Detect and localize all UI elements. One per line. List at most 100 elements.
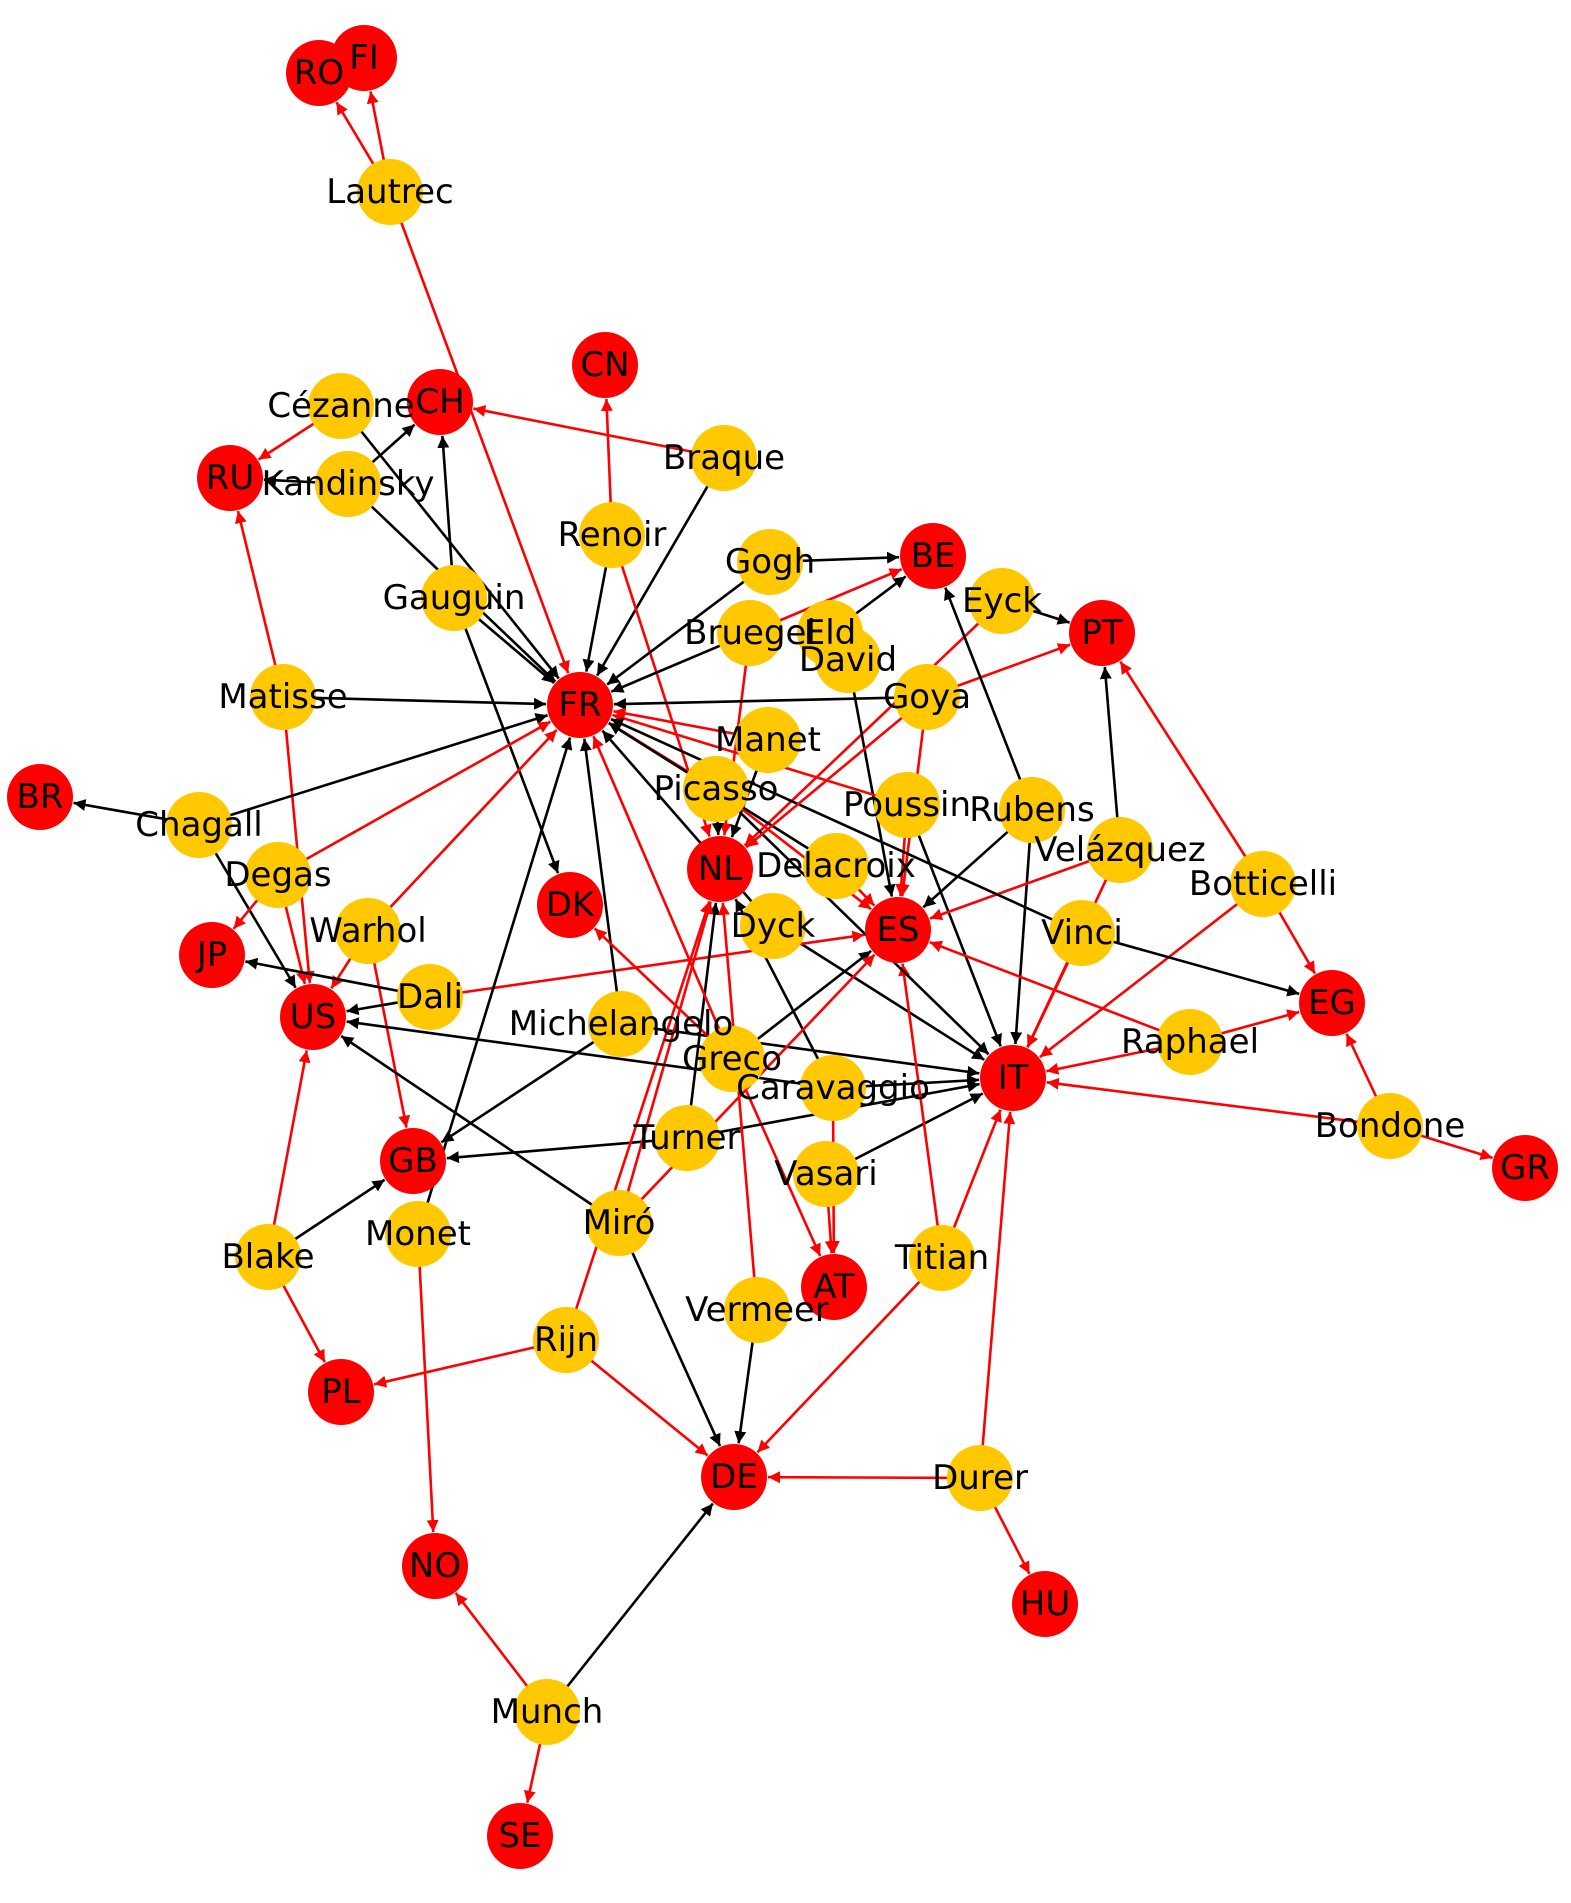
country-node-be: [900, 523, 966, 589]
artist-label-gogh: Gogh: [725, 542, 815, 582]
artist-label-dali: Dali: [397, 977, 463, 1017]
edge-miro-to-nl: [617, 901, 714, 1224]
artist-node-rijn: [533, 1307, 599, 1373]
artist-node-renoir: [579, 502, 645, 568]
country-label-nl: NL: [698, 849, 742, 889]
artist-node-miro: [586, 1190, 652, 1256]
artist-node-braque: [691, 425, 757, 491]
artist-node-eyck: [969, 568, 1035, 634]
artist-label-braque: Braque: [663, 438, 785, 478]
artist-node-raphael: [1157, 1009, 1223, 1075]
country-node-pl: [308, 1359, 374, 1425]
country-node-fi: [331, 25, 397, 91]
country-node-pt: [1069, 600, 1135, 666]
country-node-fr: [547, 672, 613, 738]
artist-label-durer: Durer: [932, 1458, 1028, 1498]
edge-turner-to-nl: [685, 902, 721, 1139]
artist-node-manet: [735, 707, 801, 773]
artist-label-raphael: Raphael: [1121, 1022, 1259, 1062]
artist-label-munch: Munch: [491, 1692, 604, 1732]
country-label-us: US: [290, 997, 336, 1037]
artist-label-renoir: Renoir: [558, 515, 667, 555]
country-label-hu: HU: [1020, 1584, 1070, 1624]
edge-degas-to-fr: [277, 720, 552, 877]
country-label-es: ES: [876, 910, 919, 950]
country-node-at: [801, 1254, 867, 1320]
artist-label-titian: Titian: [894, 1238, 989, 1278]
country-node-ru: [197, 445, 263, 511]
artist-node-matisse: [250, 664, 316, 730]
artist-label-eyck: Eyck: [962, 581, 1042, 621]
edge-warhol-to-fr: [367, 728, 558, 932]
edge-matisse-to-us: [281, 696, 315, 984]
artist-label-degas: Degas: [224, 855, 331, 895]
artist-label-caravaggio: Caravaggio: [736, 1068, 930, 1108]
edge-rubens-to-it: [1010, 809, 1034, 1045]
artist-node-chagall: [166, 792, 232, 858]
country-label-ch: CH: [415, 382, 464, 422]
artist-label-delacroix: Delacroix: [756, 846, 916, 886]
edge-rijn-to-nl: [564, 900, 712, 1341]
artist-label-warhol: Warhol: [309, 911, 426, 951]
country-node-de: [701, 1444, 767, 1510]
country-label-se: SE: [498, 1816, 541, 1856]
edge-durer-to-de: [767, 1471, 981, 1484]
country-label-ro: RO: [294, 53, 344, 93]
country-node-no: [402, 1533, 468, 1599]
artist-node-titian: [909, 1225, 975, 1291]
artist-label-goya: Goya: [883, 677, 971, 717]
country-label-pl: PL: [321, 1372, 361, 1412]
country-label-eg: EG: [1308, 983, 1356, 1023]
country-node-ch: [407, 369, 473, 435]
edge-vinci-to-fr: [610, 717, 1083, 935]
edge-gauguin-to-dk: [452, 597, 560, 874]
artist-label-eld: Eld: [804, 613, 857, 653]
edge-matisse-to-fr: [282, 695, 547, 710]
country-label-gb: GB: [388, 1141, 438, 1181]
country-label-no: NO: [409, 1546, 461, 1586]
edge-bondone-to-it: [1046, 1077, 1391, 1128]
country-node-gb: [380, 1128, 446, 1194]
country-node-it: [980, 1045, 1046, 1111]
artist-label-manet: Manet: [715, 720, 821, 760]
artist-node-cezanne: [308, 373, 374, 439]
edge-rubens-to-be: [944, 587, 1034, 811]
country-label-at: AT: [813, 1267, 855, 1307]
artist-node-munch: [514, 1679, 580, 1745]
artist-node-gauguin: [421, 565, 487, 631]
edge-titian-to-es: [898, 963, 944, 1259]
artist-node-picasso: [683, 756, 749, 822]
artist-label-bondone: Bondone: [1315, 1106, 1466, 1146]
edge-durer-to-it: [978, 1111, 1016, 1479]
edge-michelangelo-to-fr: [579, 738, 623, 1025]
artist-node-gogh: [737, 529, 803, 595]
artist-node-greco: [699, 1026, 765, 1092]
artist-label-poussin: Poussin: [843, 785, 971, 825]
edge-chagall-to-fr: [198, 713, 548, 827]
artist-label-kandinsky: Kandinsky: [262, 464, 435, 504]
edge-lautrec-to-fr: [388, 191, 570, 674]
artist-label-chagall: Chagall: [135, 805, 262, 845]
edge-vermeer-to-nl: [717, 902, 759, 1311]
artist-node-bondone: [1357, 1093, 1423, 1159]
edge-miro-to-us: [340, 1034, 620, 1225]
artist-node-velazquez: [1087, 817, 1153, 883]
artist-node-dyck: [740, 893, 806, 959]
edge-velazquez-to-es: [929, 848, 1121, 921]
artist-label-velazquez: Velázquez: [1034, 830, 1206, 870]
artist-label-greco: Greco: [682, 1039, 782, 1079]
artist-label-botticelli: Botticelli: [1189, 864, 1337, 904]
country-node-eg: [1299, 970, 1365, 1036]
artist-node-monet: [385, 1201, 451, 1267]
country-node-dk: [537, 872, 603, 938]
artist-label-gauguin: Gauguin: [383, 578, 526, 618]
edge-michelangelo-to-it: [620, 1022, 980, 1078]
artist-label-picasso: Picasso: [654, 769, 779, 809]
artist-node-warhol: [335, 898, 401, 964]
artist-label-dyck: Dyck: [731, 906, 816, 946]
artist-node-botticelli: [1230, 851, 1296, 917]
edge-titian-to-de: [756, 1257, 943, 1454]
artist-node-bruegel: [717, 600, 783, 666]
artist-label-vasari: Vasari: [774, 1154, 877, 1194]
artist-node-caravaggio: [800, 1055, 866, 1121]
